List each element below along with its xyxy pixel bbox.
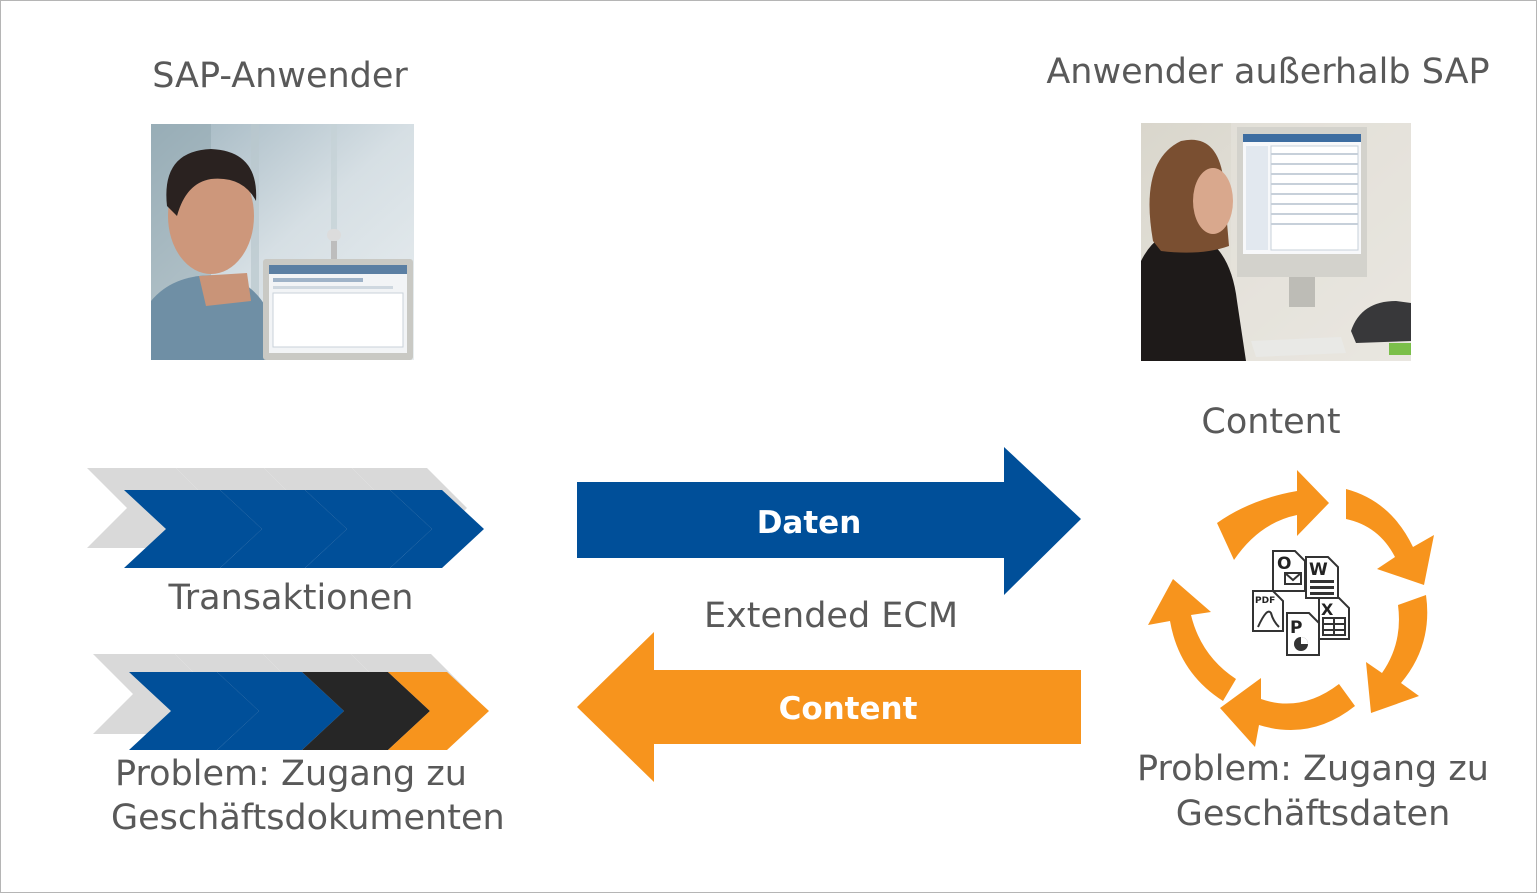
chevron-orange [388, 672, 489, 750]
label-sap-user: SAP-Anwender [152, 56, 408, 96]
content-cycle [1148, 470, 1434, 747]
chevron-black [302, 672, 430, 750]
chevron-blue-2 [220, 490, 347, 568]
cycle-arrow-1 [1217, 470, 1329, 560]
svg-text:W: W [1309, 560, 1328, 580]
chevron-blue-1 [124, 490, 262, 568]
chevrons-problem [93, 654, 489, 750]
powerpoint-icon: P [1286, 612, 1320, 656]
arrow-content-label: Content [779, 691, 918, 727]
chevrons-transactions [87, 468, 484, 568]
outlook-icon: O [1272, 550, 1306, 592]
chevron-blue-3 [305, 490, 432, 568]
chevron-blue-4 [390, 490, 484, 568]
photo-left [151, 124, 414, 360]
arrow-daten [577, 447, 1081, 595]
cycle-arrow-5 [1148, 579, 1236, 701]
label-problem-left-2: Geschäftsdokumenten [111, 798, 505, 838]
cycle-arrow-2 [1346, 489, 1434, 585]
label-problem-left-1: Problem: Zugang zu [115, 754, 467, 794]
label-transactions: Transaktionen [168, 578, 414, 618]
svg-text:O: O [1277, 554, 1291, 574]
label-external-user: Anwender außerhalb SAP [1046, 52, 1490, 92]
cycle-arrow-4 [1220, 678, 1355, 747]
chevron-blue-1 [129, 672, 259, 750]
arrow-content [577, 632, 1081, 782]
cycle-arrow-3 [1366, 595, 1428, 713]
photo-right [1141, 123, 1411, 361]
excel-icon: X [1318, 597, 1350, 640]
pdf-icon: PDF [1252, 590, 1284, 632]
svg-text:P: P [1290, 618, 1302, 638]
arrow-daten-label: Daten [757, 505, 862, 541]
word-icon: W [1305, 556, 1339, 599]
label-extended-ecm: Extended ECM [703, 596, 959, 636]
label-content-top: Content [1201, 402, 1341, 442]
chevron-blue-2 [217, 672, 344, 750]
svg-text:PDF: PDF [1255, 596, 1275, 606]
svg-text:X: X [1321, 600, 1334, 619]
document-icons: O W PDF X [1252, 550, 1350, 656]
label-problem-right-2: Geschäftsdaten [1175, 794, 1451, 834]
label-problem-right-1: Problem: Zugang zu [1137, 749, 1489, 789]
